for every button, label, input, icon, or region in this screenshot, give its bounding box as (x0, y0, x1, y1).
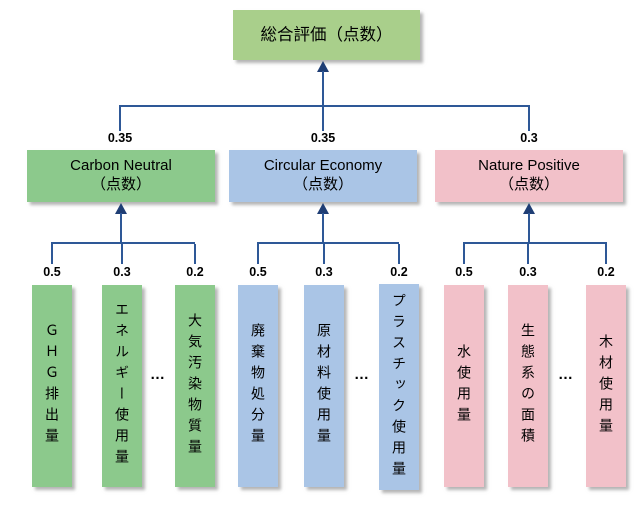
node-circular-economy: Circular Economy （点数） (229, 150, 417, 202)
nature-positive-name: Nature Positive (478, 157, 580, 175)
leaf-ecosystem-area: 生態系の面積 (508, 285, 548, 487)
weight-nature-positive: 0.3 (520, 131, 538, 145)
connector-top-stub-left (119, 106, 121, 131)
leaf-water-use: 水使用量 (444, 285, 484, 487)
connector-g1-stub-1 (51, 244, 53, 264)
connector-g3-stub-3 (605, 244, 607, 264)
leaf-waste-disposal: 廃棄物処分量 (238, 285, 278, 487)
leaf-raw-material-use: 原材料使用量 (304, 285, 344, 487)
connector-g1-stub-2 (121, 244, 123, 264)
connector-root-stem (322, 71, 324, 106)
leaf-ecosystem-area-label: 生態系の面積 (520, 323, 536, 449)
leaf-air-pollutants-label: 大気汚染物質量 (187, 312, 203, 460)
node-nature-positive: Nature Positive （点数） (435, 150, 623, 202)
connector-g3-stem (528, 213, 530, 243)
leaf-wood-use-label: 木材使用量 (598, 333, 614, 439)
connector-top-stub-middle (322, 106, 324, 131)
carbon-neutral-name: Carbon Neutral (70, 157, 172, 175)
nature-positive-sublabel: （点数） (498, 176, 559, 193)
connector-g3-stub-1 (463, 244, 465, 264)
node-carbon-neutral: Carbon Neutral （点数） (27, 150, 215, 202)
connector-g3-horizontal (463, 242, 607, 244)
weight-water: 0.5 (455, 265, 473, 279)
ellipsis-nature-group: … (558, 366, 574, 383)
root-node: 総合評価（点数） (233, 10, 420, 60)
leaf-ghg-emissions-label: ＧＨＧ排出量 (44, 323, 60, 449)
connector-g2-stub-1 (257, 244, 259, 264)
connector-top-horizontal (119, 105, 530, 107)
arrow-up-to-circular-economy-icon (317, 203, 329, 214)
leaf-energy-use-label: エネルギー使用量 (114, 302, 130, 470)
weight-air-pollutant: 0.2 (186, 265, 204, 279)
ellipsis-circular-group: … (354, 366, 370, 383)
arrow-up-to-carbon-neutral-icon (115, 203, 127, 214)
connector-g1-stub-3 (194, 244, 196, 264)
weight-raw-material: 0.3 (315, 265, 333, 279)
carbon-neutral-sublabel: （点数） (90, 176, 151, 193)
leaf-air-pollutants: 大気汚染物質量 (175, 285, 215, 487)
leaf-waste-disposal-label: 廃棄物処分量 (250, 323, 266, 449)
weight-ghg: 0.5 (43, 265, 61, 279)
connector-g2-stub-3 (398, 244, 400, 264)
connector-g2-stem (322, 213, 324, 243)
ellipsis-carbon-group: … (150, 366, 166, 383)
arrow-up-to-nature-positive-icon (523, 203, 535, 214)
weight-wood: 0.2 (597, 265, 615, 279)
leaf-plastic-use-label: プラスチック使用量 (391, 292, 407, 482)
leaf-water-use-label: 水使用量 (456, 344, 472, 428)
arrow-up-to-root-icon (317, 61, 329, 72)
leaf-wood-use: 木材使用量 (586, 285, 626, 487)
root-label: 総合評価（点数） (260, 25, 393, 44)
connector-top-stub-right (528, 106, 530, 131)
circular-economy-name: Circular Economy (263, 157, 383, 175)
connector-g2-horizontal (257, 242, 399, 244)
weight-plastic: 0.2 (390, 265, 408, 279)
leaf-plastic-use: プラスチック使用量 (379, 284, 419, 490)
connector-g2-stub-2 (323, 244, 325, 264)
weight-ecosystem: 0.3 (519, 265, 537, 279)
circular-economy-sublabel: （点数） (292, 176, 353, 193)
weight-waste: 0.5 (249, 265, 267, 279)
connector-g3-stub-2 (527, 244, 529, 264)
leaf-raw-material-use-label: 原材料使用量 (316, 323, 332, 449)
leaf-ghg-emissions: ＧＨＧ排出量 (32, 285, 72, 487)
weight-carbon-neutral: 0.35 (107, 131, 133, 145)
connector-g1-stem (120, 213, 122, 243)
connector-g1-horizontal (51, 242, 195, 244)
weight-energy: 0.3 (113, 265, 131, 279)
weight-circular-economy: 0.35 (310, 131, 336, 145)
leaf-energy-use: エネルギー使用量 (102, 285, 142, 487)
